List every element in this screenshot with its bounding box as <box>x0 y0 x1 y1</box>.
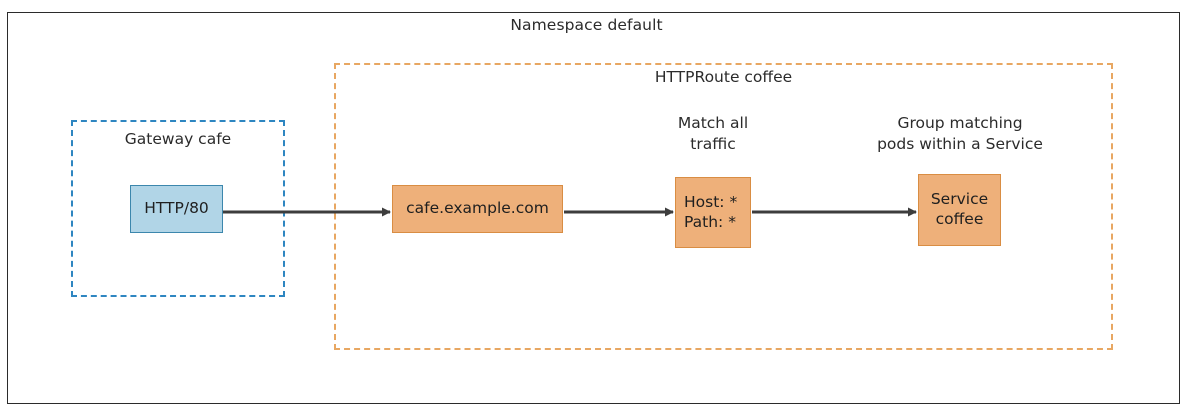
gateway-title: Gateway cafe <box>124 130 232 148</box>
match-host-line: Host: * <box>684 192 738 211</box>
service-kind-line: Service <box>930 190 989 209</box>
match-annotation-line1: Match all <box>677 114 749 132</box>
gateway-listener-node: HTTP/80 <box>130 185 223 233</box>
httproute-container <box>334 63 1113 350</box>
gateway-listener-label: HTTP/80 <box>144 199 209 218</box>
match-path-line: Path: * <box>684 212 736 231</box>
service-name-line: coffee <box>935 210 984 228</box>
match-annotation: Match all traffic <box>633 113 793 154</box>
httproute-title: HTTPRoute coffee <box>654 68 793 86</box>
hostname-label: cafe.example.com <box>406 199 549 218</box>
service-backend-node: Service coffee <box>918 174 1001 246</box>
match-rule-node: Host: * Path: * <box>675 177 751 248</box>
backend-annotation-line2: pods within a Service <box>877 134 1043 153</box>
backend-annotation: Group matching pods within a Service <box>858 113 1062 154</box>
gateway-container <box>71 120 285 297</box>
namespace-title: Namespace default <box>510 16 663 34</box>
backend-annotation-line1: Group matching <box>897 114 1023 132</box>
match-annotation-line2: traffic <box>690 134 736 153</box>
hostname-node: cafe.example.com <box>392 185 563 233</box>
